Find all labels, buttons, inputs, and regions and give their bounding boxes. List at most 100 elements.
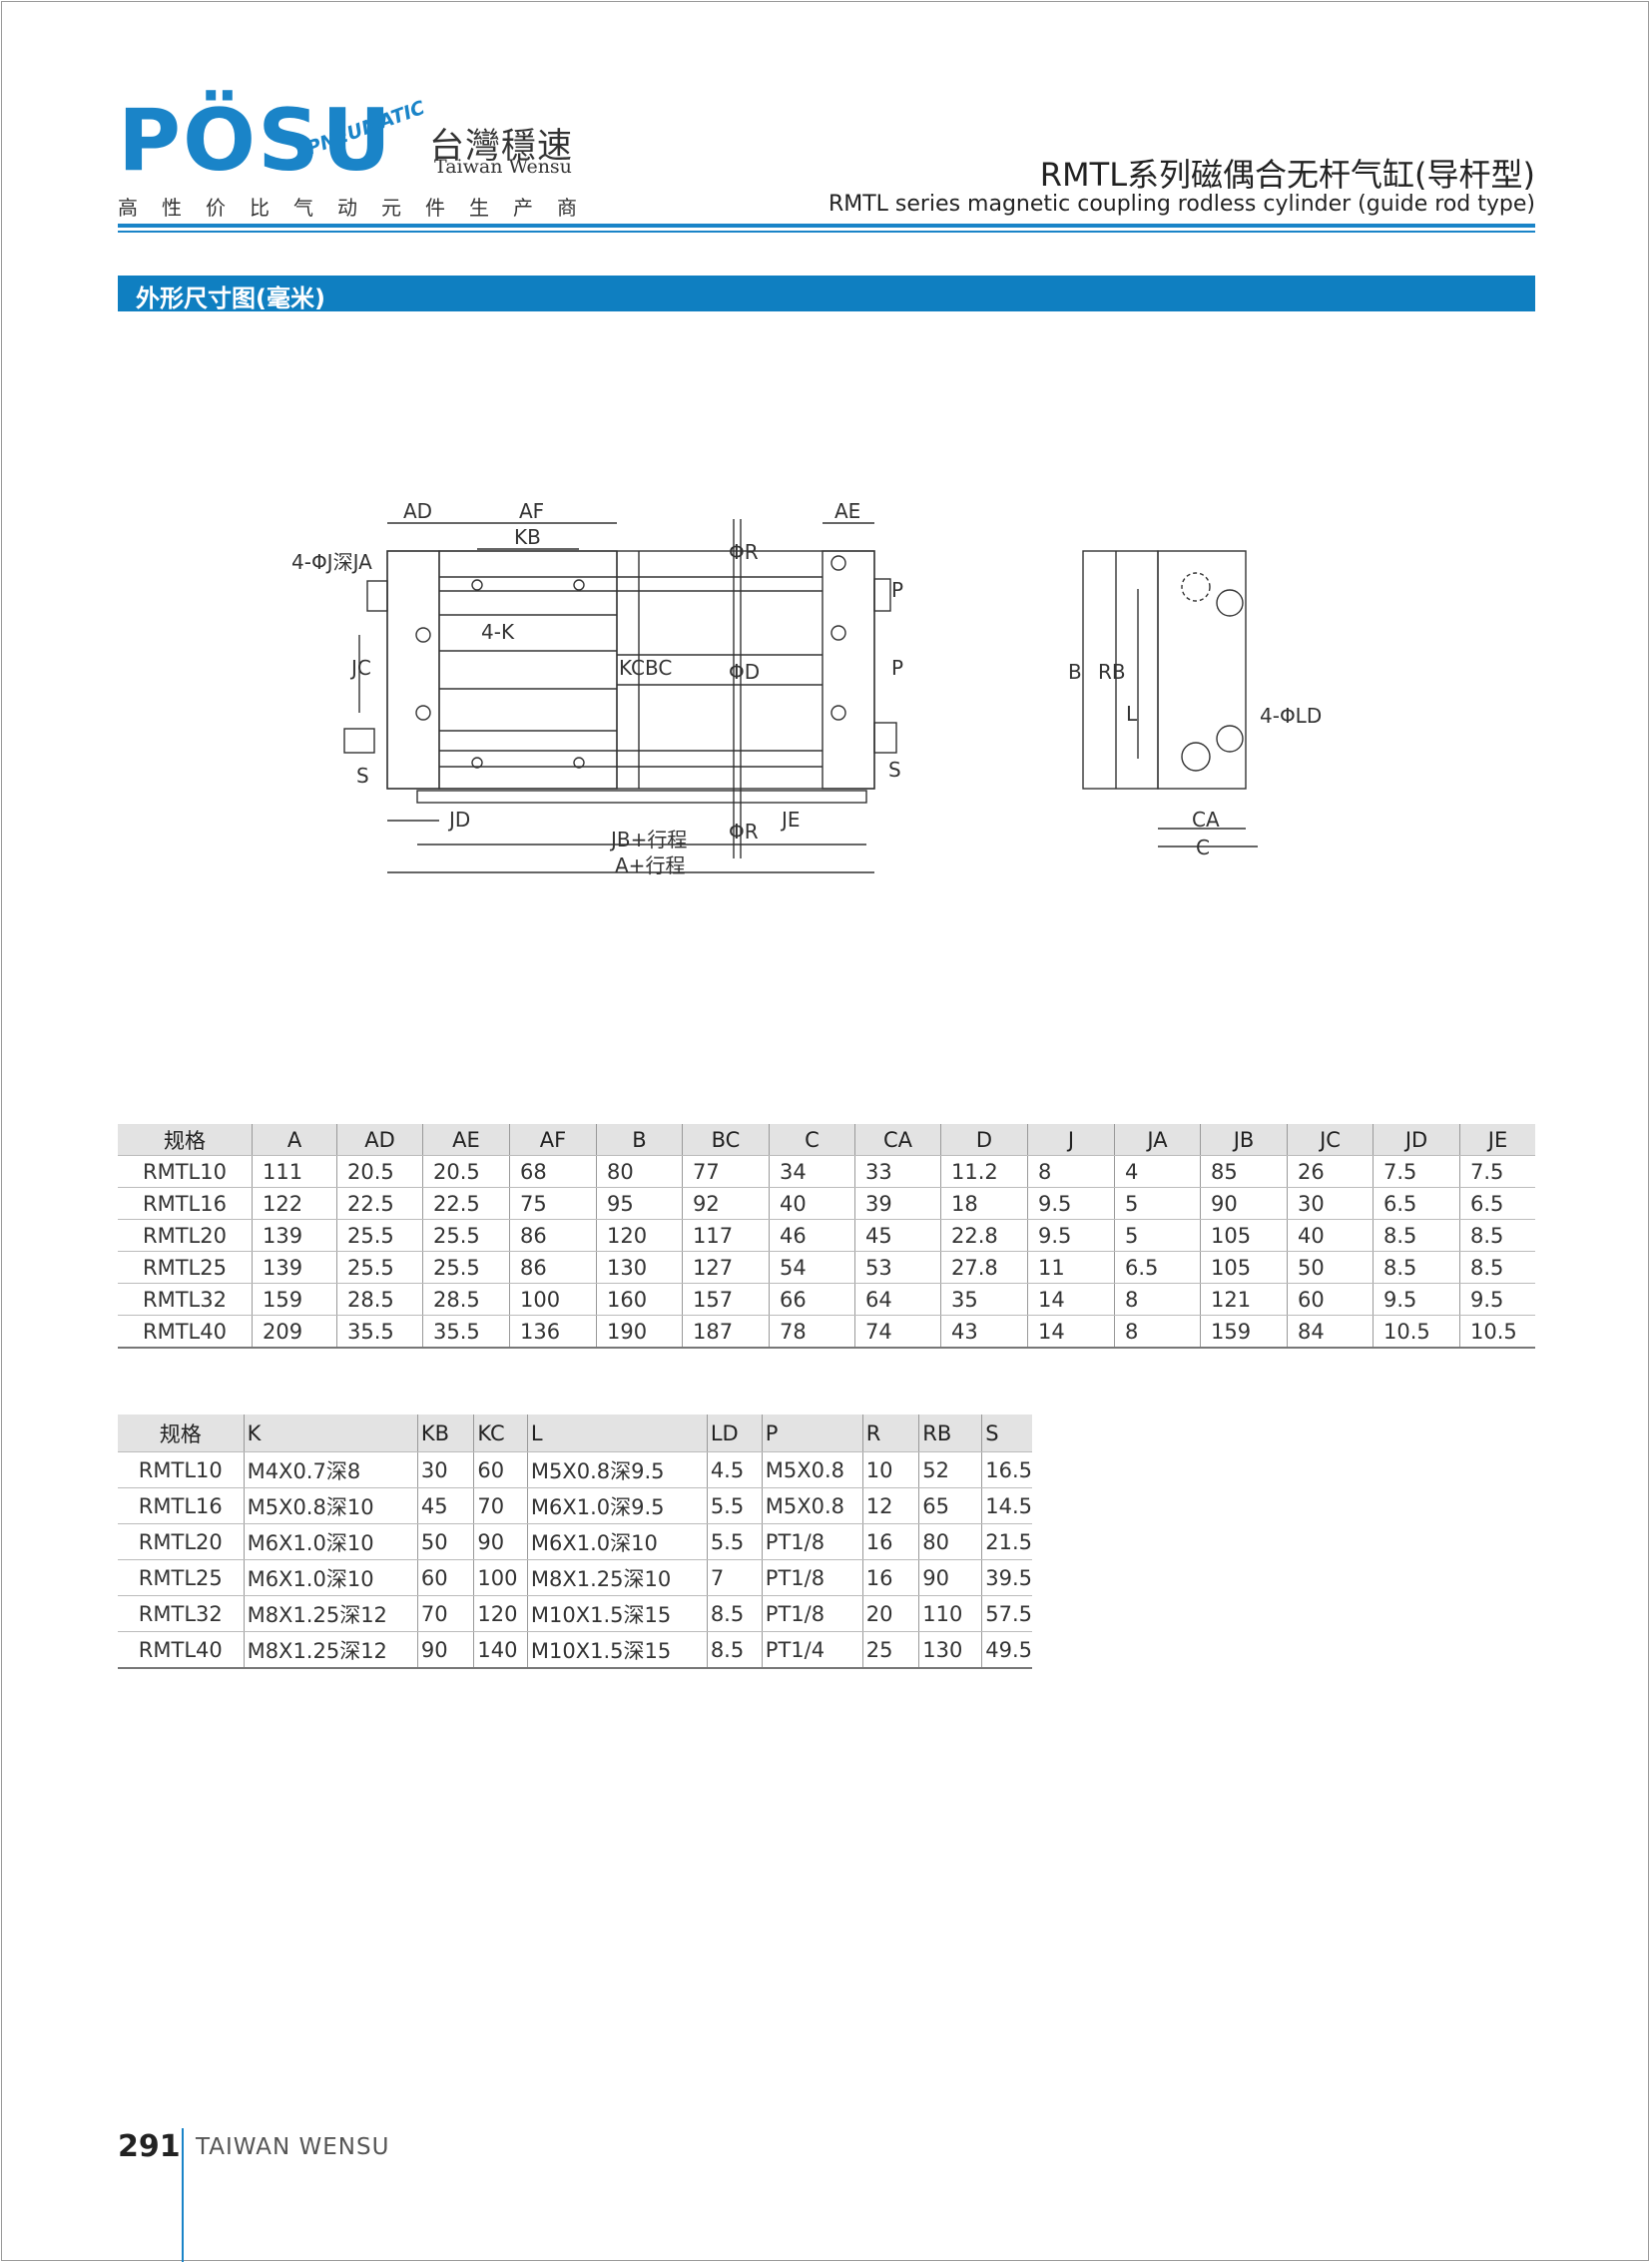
value-cell: 6.5	[1459, 1187, 1535, 1220]
label-je: JE	[780, 808, 801, 832]
footer-brand: TAIWAN WENSU	[196, 2134, 390, 2160]
value-cell: 27.8	[940, 1251, 1028, 1284]
value-cell: 25	[862, 1631, 920, 1669]
value-cell: 5.5	[707, 1523, 763, 1560]
brand-logo: PÖSU	[118, 91, 393, 191]
page-number: 291	[118, 2129, 181, 2164]
col-header: KB	[417, 1415, 475, 1452]
page-title-cn: RMTL系列磁偶合无杆气缸(导杆型)	[1039, 156, 1535, 194]
value-cell: PT1/4	[762, 1631, 863, 1669]
value-cell: 16	[862, 1523, 920, 1560]
label-kb: KB	[514, 525, 541, 549]
value-cell: 8.5	[1459, 1251, 1535, 1284]
value-cell: 136	[509, 1315, 597, 1349]
value-cell: 74	[854, 1315, 941, 1349]
value-cell: PT1/8	[762, 1595, 863, 1632]
value-cell: M5X0.8深9.5	[527, 1451, 708, 1488]
col-header: 规格	[118, 1415, 245, 1452]
value-cell: 43	[940, 1315, 1028, 1349]
value-cell: 25.5	[336, 1219, 423, 1252]
value-cell: 14.5	[981, 1487, 1032, 1524]
value-cell: 53	[854, 1251, 941, 1284]
carriage-outline	[438, 550, 618, 790]
value-cell: M8X1.25深10	[527, 1559, 708, 1596]
label-ae: AE	[834, 499, 860, 523]
value-cell: 50	[1287, 1251, 1374, 1284]
col-header: JB	[1200, 1124, 1288, 1156]
value-cell: PT1/8	[762, 1559, 863, 1596]
model-cell: RMTL25	[118, 1559, 245, 1596]
value-cell: 10.5	[1459, 1315, 1535, 1349]
value-cell: 139	[252, 1251, 337, 1284]
value-cell: 105	[1200, 1219, 1288, 1252]
label-p2: P	[891, 656, 903, 680]
model-cell: RMTL10	[118, 1155, 253, 1188]
label-af: AF	[519, 499, 544, 523]
col-header: J	[1027, 1124, 1115, 1156]
label-p1: P	[891, 578, 903, 602]
col-header: A	[252, 1124, 337, 1156]
value-cell: 30	[417, 1451, 475, 1488]
value-cell: 86	[509, 1251, 597, 1284]
dimension-drawing: AD AF AE KB 4-ΦJ深JA 4-K JC KC BC ΦR ΦD Φ…	[291, 499, 1322, 877]
value-cell: 40	[1287, 1219, 1374, 1252]
dimensions-table-1: 规格 A AD AE AF B BC C CA D J JA JB JC JD …	[118, 1124, 1535, 1349]
value-cell: 8	[1114, 1315, 1201, 1349]
value-cell: 4	[1114, 1155, 1201, 1188]
col-header: JE	[1459, 1124, 1535, 1156]
label-a: A+行程	[615, 853, 685, 877]
label-s-right: S	[888, 758, 901, 782]
value-cell: 49.5	[981, 1631, 1032, 1669]
value-cell: 95	[596, 1187, 683, 1220]
value-cell: 26	[1287, 1155, 1374, 1188]
model-cell: RMTL32	[118, 1595, 245, 1632]
value-cell: 22.5	[422, 1187, 510, 1220]
section-title-bar: 外形尺寸图(毫米)	[118, 276, 1535, 312]
label-ca: CA	[1192, 808, 1220, 832]
label-kc: KC	[619, 656, 645, 680]
value-cell: 18	[940, 1187, 1028, 1220]
value-cell: 111	[252, 1155, 337, 1188]
col-header: R	[862, 1415, 920, 1452]
value-cell: 5.5	[707, 1487, 763, 1524]
value-cell: 209	[252, 1315, 337, 1349]
value-cell: 20	[862, 1595, 920, 1632]
value-cell: 60	[473, 1451, 528, 1488]
value-cell: 8.5	[1459, 1219, 1535, 1252]
value-cell: 187	[682, 1315, 770, 1349]
model-cell: RMTL40	[118, 1315, 253, 1349]
value-cell: 9.5	[1027, 1219, 1115, 1252]
label-s-left: S	[356, 764, 369, 788]
value-cell: 84	[1287, 1315, 1374, 1349]
value-cell: M6X1.0深9.5	[527, 1487, 708, 1524]
model-cell: RMTL32	[118, 1283, 253, 1316]
value-cell: 159	[1200, 1315, 1288, 1349]
label-ad: AD	[403, 499, 432, 523]
value-cell: 22.5	[336, 1187, 423, 1220]
value-cell: M10X1.5深15	[527, 1631, 708, 1669]
value-cell: 100	[473, 1559, 528, 1596]
value-cell: 120	[473, 1595, 528, 1632]
value-cell: 25.5	[422, 1251, 510, 1284]
label-bc: BC	[645, 656, 672, 680]
col-header: AE	[422, 1124, 510, 1156]
value-cell: 11	[1027, 1251, 1115, 1284]
value-cell: 5	[1114, 1219, 1201, 1252]
value-cell: 35.5	[422, 1315, 510, 1349]
header-rule	[118, 224, 1535, 228]
value-cell: 80	[918, 1523, 983, 1560]
value-cell: 52	[918, 1451, 983, 1488]
model-cell: RMTL16	[118, 1187, 253, 1220]
value-cell: 50	[417, 1523, 475, 1560]
value-cell: 57.5	[981, 1595, 1032, 1632]
value-cell: 22.8	[940, 1219, 1028, 1252]
value-cell: 8	[1027, 1155, 1115, 1188]
value-cell: 190	[596, 1315, 683, 1349]
